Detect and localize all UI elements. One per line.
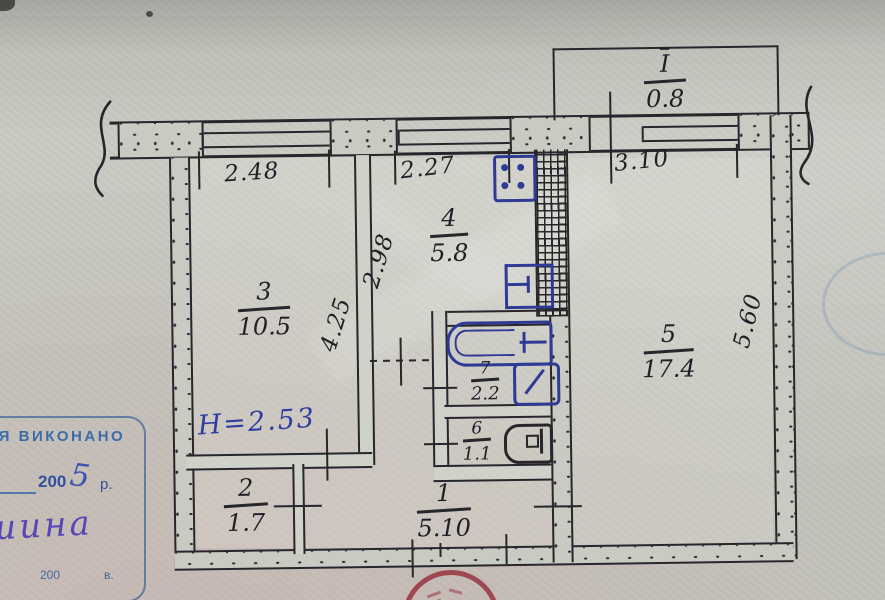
stamp-year-suffix: р. xyxy=(100,476,113,493)
plan-paper-area xyxy=(188,158,773,548)
stamp-signature: шина xyxy=(0,503,94,549)
stamp-footer-year: 200 xyxy=(40,568,61,582)
bti-stamp-border xyxy=(0,416,146,600)
stamp-year-printed: 200 xyxy=(38,472,67,491)
stamp-blank-line xyxy=(0,492,36,494)
paper-speck xyxy=(146,11,153,17)
stamp-text-line1: ННЯ ВИКОНАНО xyxy=(0,428,126,445)
red-stamp-mark xyxy=(426,590,442,599)
red-stamp-mark xyxy=(448,588,463,595)
break-squiggle-left xyxy=(94,100,112,198)
break-squiggle-right xyxy=(799,85,814,186)
stamp-footer-letter: в. xyxy=(104,568,114,582)
paper-corner-mark xyxy=(0,0,15,11)
